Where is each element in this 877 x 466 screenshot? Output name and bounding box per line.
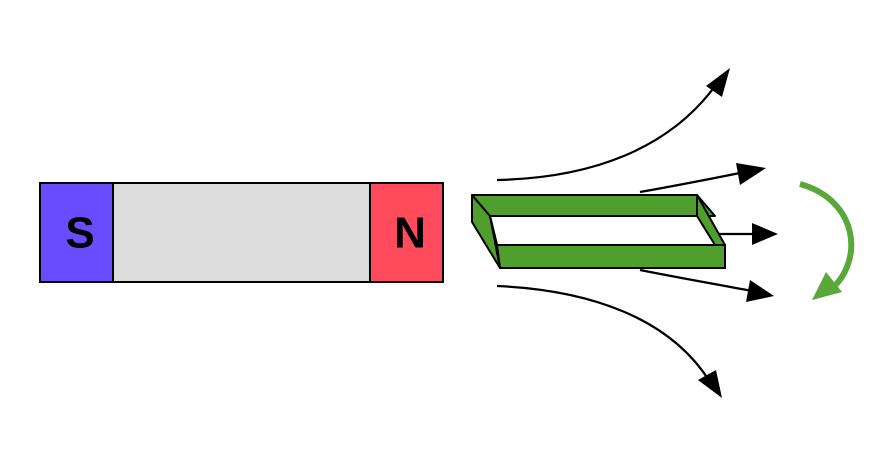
bar-magnet: S N (39, 182, 444, 283)
field-line-lower (639, 268, 753, 293)
north-pole (369, 182, 444, 283)
north-pole-label: N (394, 209, 426, 258)
south-pole-label: S (65, 209, 94, 258)
field-line-lower-arrowhead (746, 280, 774, 302)
loop-top-bar (471, 194, 716, 217)
rotation-arrow-curve (799, 181, 855, 295)
field-line-bottom-arrowhead (698, 370, 722, 398)
loop-inner-edge (489, 215, 498, 246)
field-line-bottom (496, 284, 711, 383)
field-line-top (496, 81, 719, 182)
south-pole (39, 182, 114, 283)
field-line-middle-arrowhead (752, 223, 778, 245)
rotation-arrow-head (812, 272, 842, 300)
field-line-upper-arrowhead (736, 163, 766, 185)
field-line-top-arrowhead (706, 68, 730, 97)
wire-loop (471, 194, 726, 269)
loop-bottom-bar (496, 244, 726, 269)
field-line-upper (639, 170, 746, 194)
loop-opening (489, 215, 716, 246)
rotation-arrow (799, 181, 855, 300)
